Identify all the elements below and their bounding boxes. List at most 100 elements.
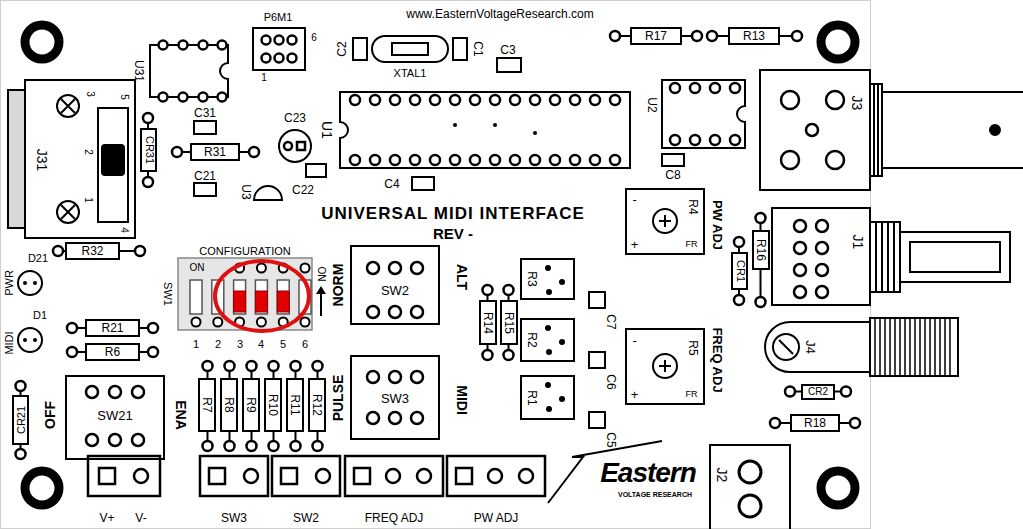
led-dot xyxy=(545,265,551,271)
silkscreen-label: C31 xyxy=(194,107,216,119)
part-label: R1 xyxy=(526,390,538,405)
silkscreen-label: REV - xyxy=(433,226,473,241)
dip-switch xyxy=(192,264,310,327)
solder-pad xyxy=(734,295,744,305)
led-dot xyxy=(545,382,551,388)
silkscreen-label: C1 xyxy=(472,41,484,56)
header-connector xyxy=(456,468,472,484)
solder-pad xyxy=(275,36,284,45)
part-label: R16 xyxy=(755,239,767,261)
led-dot xyxy=(453,123,457,127)
silkscreen-label: VOLTAGE RESEARCH xyxy=(618,491,692,498)
silkscreen-label: MIDI xyxy=(4,331,15,354)
dip-switch xyxy=(234,280,246,314)
part-label: R12 xyxy=(311,394,323,416)
header-connector xyxy=(244,469,258,483)
header-connector xyxy=(209,468,225,484)
solder-pad xyxy=(510,95,520,105)
silkscreen-label: FREQ ADJ xyxy=(365,512,424,524)
part-outline: -R4FR+ xyxy=(625,188,705,255)
power-jack xyxy=(8,80,135,238)
part-label: R4 xyxy=(687,199,699,214)
din-connector xyxy=(876,222,894,292)
solder-pad xyxy=(816,220,828,232)
solder-pad xyxy=(530,155,540,165)
led-dot xyxy=(559,279,565,285)
component-outline xyxy=(659,215,671,227)
component-outline xyxy=(306,164,326,177)
silkscreen-label: C23 xyxy=(284,112,306,124)
dip-switch xyxy=(190,280,202,314)
solder-pad xyxy=(710,135,720,145)
power-jack xyxy=(61,99,75,113)
solder-pad xyxy=(389,371,401,383)
solder-pad xyxy=(430,155,440,165)
solder-pad xyxy=(284,142,292,150)
part-body: R7 xyxy=(198,378,216,432)
silkscreen-label: C6 xyxy=(605,374,617,389)
silkscreen-label: C3 xyxy=(500,44,515,56)
part-body: CR21 xyxy=(12,395,29,445)
part-label: R3 xyxy=(526,271,538,286)
solder-pad xyxy=(450,155,460,165)
board-title: UNIVERSAL MIDI INTERFACE xyxy=(321,205,585,222)
mounting-hole xyxy=(25,25,59,59)
part-label: SW2 xyxy=(381,283,409,296)
solder-pad xyxy=(707,31,717,41)
solder-pad xyxy=(172,147,182,157)
silkscreen-label: V- xyxy=(135,512,146,524)
part-label: R14 xyxy=(482,311,494,333)
solder-pad xyxy=(410,95,420,105)
part-outline: R3 xyxy=(520,258,575,300)
part-label: FR xyxy=(686,389,698,398)
power-jack xyxy=(57,201,79,223)
din-connector xyxy=(870,222,900,292)
solder-pad xyxy=(816,264,828,276)
power-jack xyxy=(25,80,135,238)
component-outline xyxy=(18,28,790,529)
silkscreen-label: PULSE xyxy=(331,375,345,422)
header-connector xyxy=(354,468,370,484)
header-connector xyxy=(345,456,443,496)
part-label: R9 xyxy=(245,397,257,412)
dip-switch xyxy=(277,280,289,314)
power-jack xyxy=(61,205,75,219)
part-outline: R1 xyxy=(520,375,575,420)
part-body: R32 xyxy=(65,242,120,260)
solder-pad xyxy=(199,93,208,102)
solder-pad xyxy=(288,36,297,45)
silkscreen-label: Eastern xyxy=(600,459,696,487)
part-body: R13 xyxy=(728,27,780,45)
solder-pad xyxy=(297,142,305,150)
solder-pad xyxy=(430,95,440,105)
solder-pad xyxy=(590,95,600,105)
part-body: R15 xyxy=(500,300,518,345)
component-lead xyxy=(21,36,856,454)
component-outline xyxy=(279,130,311,162)
solder-pad xyxy=(109,386,121,398)
solder-pad xyxy=(739,461,761,483)
power-jack xyxy=(98,108,128,222)
component-outline xyxy=(659,360,671,372)
silkscreen-label: PW ADJ xyxy=(711,200,724,250)
bnc-connector xyxy=(760,70,1023,190)
solder-pad xyxy=(504,285,514,295)
silkscreen-label: 3 xyxy=(85,91,95,97)
dip-switch xyxy=(178,258,326,330)
silkscreen-label: 6 xyxy=(302,339,308,350)
solder-pad xyxy=(770,418,780,428)
solder-pad xyxy=(816,242,828,254)
silkscreen-label: C22 xyxy=(292,184,314,196)
part-label: R15 xyxy=(503,311,515,333)
silkscreen-label: V+ xyxy=(99,512,114,524)
led-dot xyxy=(559,396,565,402)
solder-pad xyxy=(756,297,766,307)
dip-switch xyxy=(234,291,246,312)
part-label: R7 xyxy=(201,397,213,412)
dip-switch xyxy=(316,286,326,294)
led-dot xyxy=(546,289,552,295)
header-connector xyxy=(386,469,400,483)
solder-pad xyxy=(179,41,188,50)
solder-pad xyxy=(313,441,323,451)
component-outline xyxy=(372,36,448,62)
